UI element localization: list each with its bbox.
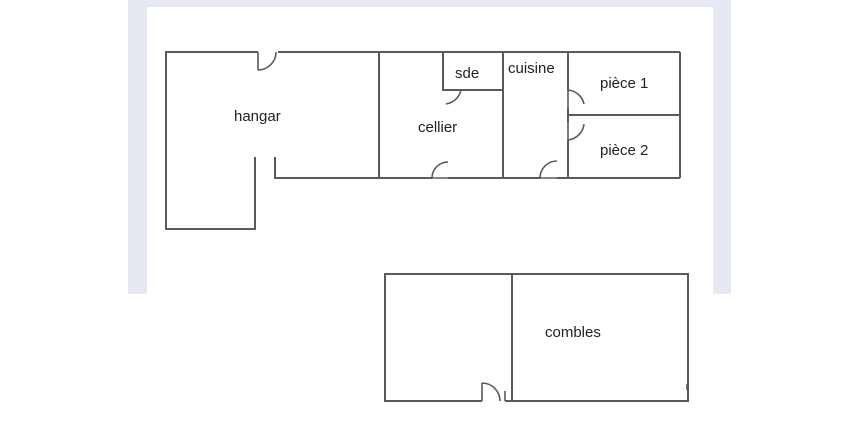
room-label-cellier: cellier bbox=[418, 119, 457, 136]
room-label-hangar: hangar bbox=[234, 108, 281, 125]
piece2-door bbox=[567, 122, 585, 141]
attic-door bbox=[481, 382, 501, 402]
cellier-door bbox=[431, 161, 449, 179]
room-label-cuisine: cuisine bbox=[508, 60, 555, 77]
hangar-inner-wall bbox=[274, 157, 680, 179]
sde-door bbox=[443, 89, 462, 105]
hangar-door bbox=[257, 51, 277, 71]
paper-frame-top bbox=[128, 0, 731, 7]
paper-frame bbox=[128, 0, 731, 294]
doors bbox=[257, 51, 585, 179]
attic-floor bbox=[384, 273, 689, 402]
piece1-door bbox=[567, 89, 585, 108]
room-label-piece-1: pièce 1 bbox=[600, 75, 648, 92]
room-label-sde: sde bbox=[455, 65, 479, 82]
room-label-combles: combles bbox=[545, 324, 601, 341]
hangar-wall bbox=[165, 51, 258, 230]
room-labels: hangar cellier sde cuisine pièce 1 pièce… bbox=[234, 60, 648, 341]
attic-outline bbox=[384, 273, 689, 402]
paper-frame-right bbox=[713, 0, 731, 294]
paper-frame-left bbox=[128, 0, 147, 294]
room-label-piece-2: pièce 2 bbox=[600, 142, 648, 159]
attic-doors bbox=[481, 382, 688, 402]
cuisine-door bbox=[539, 160, 558, 179]
